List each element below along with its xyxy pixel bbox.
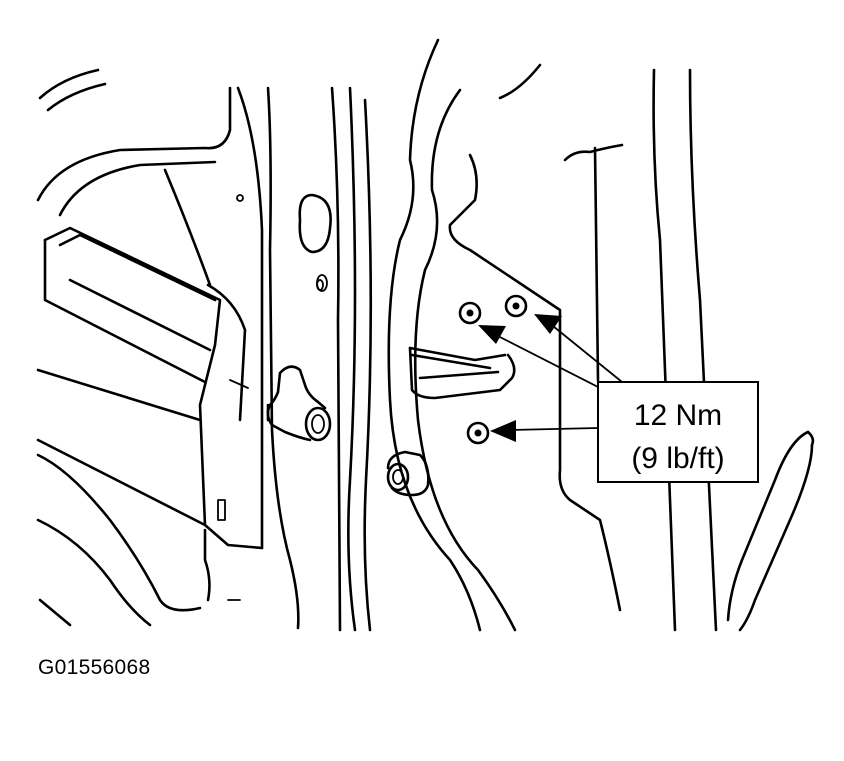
hinge-bolt-upper-right: [504, 294, 528, 318]
torque-callout-box: [597, 381, 759, 483]
torque-callout: 12 Nm (9 lb/ft): [597, 381, 759, 483]
hinge-bolt-lower: [466, 421, 490, 445]
arrow-head-1: [478, 325, 506, 344]
hinge-bolt-upper-left: [458, 301, 482, 325]
leader-arrows: [478, 314, 623, 442]
arrow-head-2: [534, 314, 562, 334]
door-edge: [347, 38, 815, 632]
hinge-bracket: [408, 346, 516, 400]
arrow-head-3: [490, 420, 516, 442]
torque-metric-label: 12 Nm: [634, 399, 722, 432]
pillar-face: [266, 86, 342, 632]
body-panel-left: [36, 68, 264, 627]
figure-id-label: G01556068: [38, 656, 151, 679]
torque-imperial-label: (9 lb/ft): [631, 442, 724, 475]
door-bumper: [386, 450, 430, 497]
